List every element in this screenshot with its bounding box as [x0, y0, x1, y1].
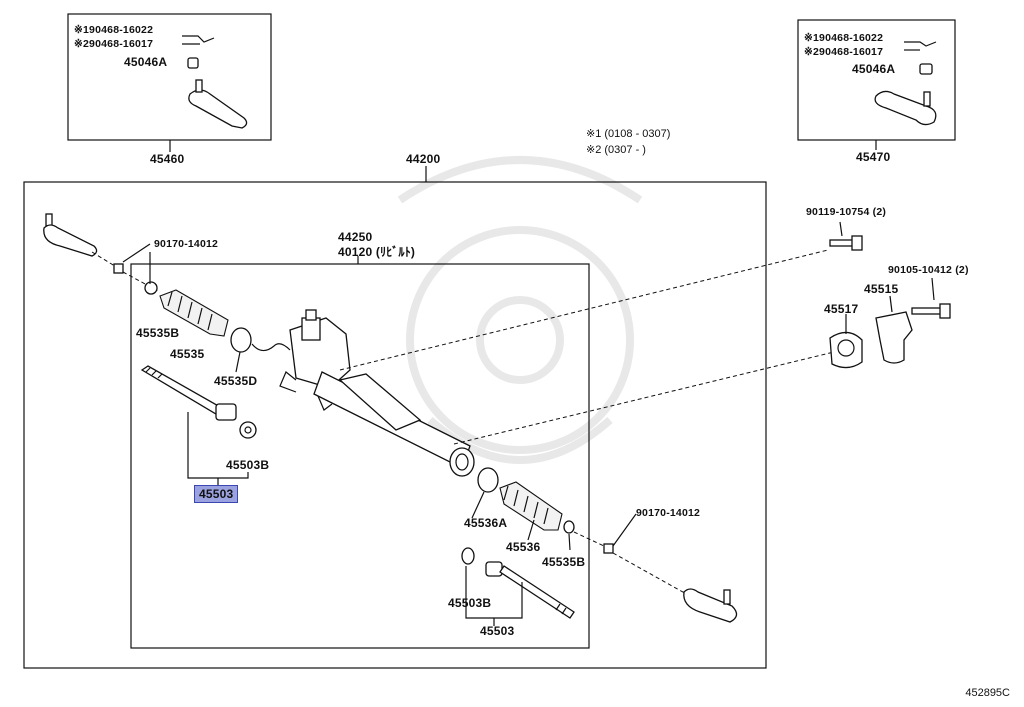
bushing-45517-illustration: [829, 331, 863, 369]
boot-right-illustration: [499, 481, 563, 531]
clamp-left-illustration: [144, 281, 158, 295]
bolt-lower-illustration: [911, 303, 951, 319]
figure-id: 452895C: [965, 687, 1010, 699]
bracket-45515-label[interactable]: 45515: [864, 282, 899, 296]
subassembly-40120-label[interactable]: 40120 (ﾘﾋﾞﾙﾄ): [338, 245, 416, 259]
bolt-90119-label[interactable]: 90119-10754 (2): [806, 206, 887, 218]
boot-45535-label[interactable]: 45535: [170, 347, 205, 361]
clamp-45536a-label[interactable]: 45536A: [464, 516, 508, 530]
washer-45503b-right-label[interactable]: 45503B: [448, 596, 492, 610]
washer-45503b-left-label[interactable]: 45503B: [226, 458, 270, 472]
watermark: [397, 156, 643, 464]
clamp-45535b-right-label[interactable]: 45535B: [542, 555, 586, 569]
legend-line-2: ※2 (0307 - ): [586, 144, 646, 156]
nut-right-illustration: [603, 543, 614, 554]
clamp-45536a-illustration: [477, 467, 499, 493]
tie-rod-end-45470-illustration: [874, 41, 937, 126]
boot-left-illustration: [159, 289, 229, 337]
rack-housing-illustration: [279, 309, 475, 477]
tie-rod-end-45460-illustration: [182, 35, 248, 129]
tie-rod-45503-left-label[interactable]: 45503: [194, 485, 239, 503]
inset-right-ref2: ※290468-16017: [804, 46, 884, 58]
outer-tie-rod-end-right: [683, 588, 738, 623]
inner-tie-rod-right-illustration: [461, 547, 575, 619]
bushing-45517-label[interactable]: 45517: [824, 302, 859, 316]
bolt-90105-label[interactable]: 90105-10412 (2): [888, 264, 969, 276]
assembly-44200-label[interactable]: 44200: [406, 152, 441, 166]
part-45460-label[interactable]: 45460: [150, 152, 185, 166]
inner-tie-rod-left-illustration: [140, 365, 257, 439]
subassembly-44250-label[interactable]: 44250: [338, 230, 373, 244]
outer-tie-rod-end-left: [43, 213, 98, 257]
inset-left-nut-label[interactable]: 45046A: [124, 55, 168, 69]
nut-left-illustration: [113, 263, 124, 274]
nut-90170-right-label[interactable]: 90170-14012: [636, 507, 701, 519]
main-assembly-frame: [23, 181, 767, 669]
bolt-upper-illustration: [829, 235, 863, 251]
bracket-45515-illustration: [875, 311, 913, 364]
clamp-45535d-label[interactable]: 45535D: [214, 374, 258, 388]
inset-right-nut-label[interactable]: 45046A: [852, 62, 896, 76]
inset-left-ref2: ※290468-16017: [74, 38, 154, 50]
clamp-right-illustration: [563, 520, 575, 534]
legend-line-1: ※1 (0108 - 0307): [586, 128, 671, 140]
inset-left-ref1: ※190468-16022: [74, 24, 154, 36]
tie-rod-45503-right-label[interactable]: 45503: [480, 624, 515, 638]
boot-45536-label[interactable]: 45536: [506, 540, 541, 554]
clamp-45535d-illustration: [230, 327, 252, 353]
part-45470-label[interactable]: 45470: [856, 150, 891, 164]
inset-right-ref1: ※190468-16022: [804, 32, 884, 44]
subassembly-frame: [130, 263, 590, 649]
clamp-45535b-left-label[interactable]: 45535B: [136, 326, 180, 340]
nut-90170-left-label[interactable]: 90170-14012: [154, 238, 219, 250]
